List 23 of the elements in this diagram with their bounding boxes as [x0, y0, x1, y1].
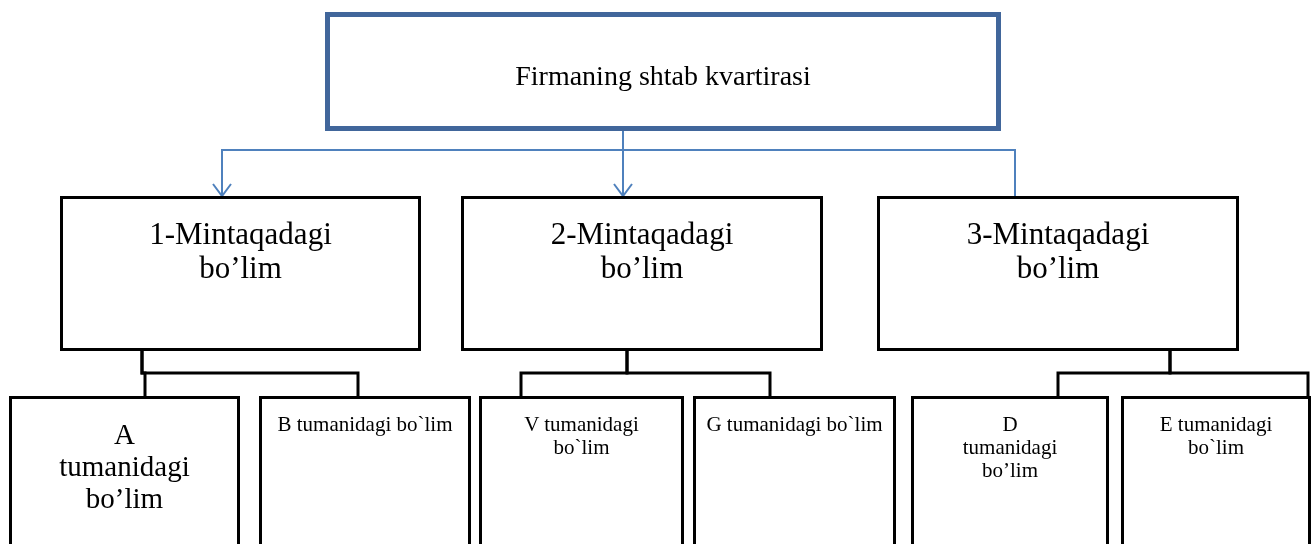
department-box [9, 396, 240, 544]
box-label: 3-Mintaqadagi bo’lim [965, 217, 1151, 286]
connector-line [140, 351, 360, 396]
department-box [911, 396, 1109, 544]
box-label: A tumanidagi bo’lim [58, 419, 191, 515]
department-box [461, 196, 823, 351]
department-box [479, 396, 684, 544]
box-label: Firmaning shtab kvartirasi [514, 61, 812, 92]
connector-line [1168, 351, 1310, 396]
box-label: 1-Mintaqadagi bo’lim [148, 217, 333, 286]
department-box [259, 396, 471, 544]
department-box [693, 396, 896, 544]
connector-line [625, 351, 772, 396]
box-label: D tumanidagi bo’lim [961, 413, 1059, 483]
box-label: 2-Mintaqadagi bo’lim [549, 217, 735, 286]
headquarters-box [325, 12, 1001, 131]
box-label: E tumanidagi bo`lim [1158, 413, 1274, 460]
department-box [1121, 396, 1311, 544]
box-label: G tumanidagi bo`lim [706, 413, 883, 437]
box-label: B tumanidagi bo`lim [276, 413, 454, 437]
department-box [60, 196, 421, 351]
box-label: V tumanidagi bo`lim [523, 413, 640, 460]
department-box [877, 196, 1239, 351]
